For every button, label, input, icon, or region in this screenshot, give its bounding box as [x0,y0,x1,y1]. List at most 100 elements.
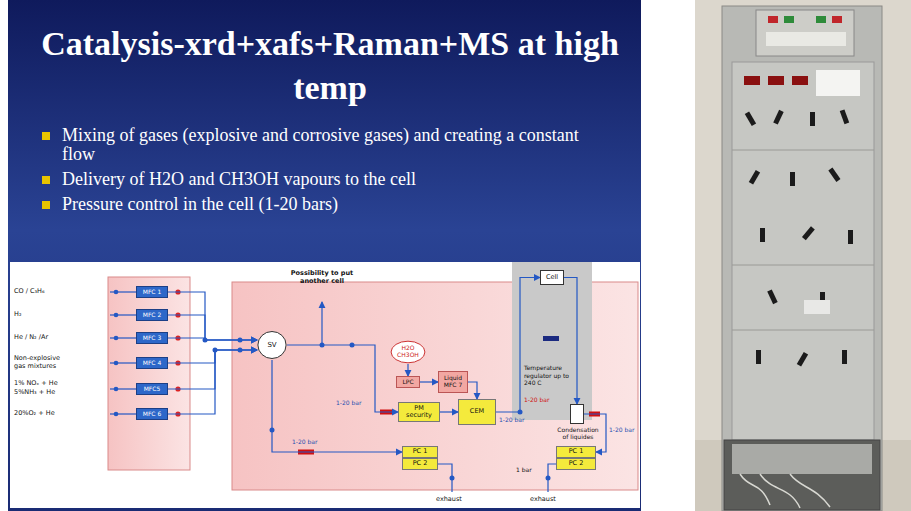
rack-base [724,440,880,510]
gas-line [168,350,257,414]
pressure-label: 1 bar [516,466,542,474]
pressure-controller: PC 2 [556,458,596,470]
exhaust-label: exhaust [436,496,472,504]
evaporator-box: CEM [458,399,496,425]
pressure-label: 1-20 bar [292,438,326,446]
panel-divider [732,330,874,331]
node-label: MFC 4 [143,360,162,367]
valve-knob [828,168,840,182]
node-label: Cell [546,274,558,281]
bullet-text: Mixing of gases (explosive and corrosive… [62,126,598,164]
node-label: CEM [470,408,484,415]
pressure-controller: PC 1 [556,446,596,458]
gas-inlet-lines [110,292,136,414]
exhaust-line [438,464,452,492]
control-button [832,16,842,23]
switching-valve: SV [257,330,287,360]
base-panel [732,444,872,474]
gas-line [168,350,257,389]
gas-label: He / N₂ /Ar [14,334,76,342]
bullet-square [42,176,50,184]
gas-label: 1% NOₓ + He [14,380,76,388]
junction-dot [114,361,119,366]
reaction-cell: Cell [540,270,564,285]
exhaust-line [548,464,556,492]
junction-dot [114,387,119,392]
mass-flow-controller: MFC 2 [136,309,168,321]
photo-floor [695,440,911,511]
node-label: MFC 2 [143,312,162,319]
photo-wall [695,0,911,511]
gas-line [287,345,398,412]
heated-region [512,262,592,420]
control-button [768,16,778,23]
note-label: Temperature regulator up to 240 C [524,364,574,387]
valve-knobs [745,109,853,366]
gas-line [440,411,458,412]
node-label: PC 2 [413,460,428,467]
rack-frame [722,6,882,511]
gas-line [168,292,257,340]
diagram-panel [10,262,640,508]
junction-dot [114,290,119,295]
node-label: SV [267,341,276,349]
gas-line [468,382,477,399]
valve-knob [842,350,847,364]
node-label: PM security [401,405,437,420]
mass-flow-controller: MFC5 [136,383,168,395]
mass-flow-controller: MFC 1 [136,286,168,298]
security-box: PM security [398,402,440,422]
bullet-item: Pressure control in the cell (1-20 bars) [38,195,598,214]
valve-knob [840,109,849,124]
extra-cell-line [321,302,322,345]
bullet-item: Mixing of gases (explosive and corrosive… [38,126,598,164]
bullet-list: Mixing of gases (explosive and corrosive… [38,126,598,220]
gas-label: H₂ [14,311,76,319]
display [768,76,784,85]
note-label: Possibility to put another cell [282,270,362,285]
valve-panel [732,62,874,440]
node-label: Condensation of liquides [555,427,601,441]
valve-knob [745,111,756,126]
node-label: PC 2 [569,460,584,467]
gas-line [420,381,438,382]
gas-line [168,315,257,340]
control-unit [756,10,854,56]
control-label [766,32,846,46]
gas-line [564,278,577,405]
gas-label: 20%O₂ + He [14,410,76,418]
valve-knob [802,226,815,240]
node-label: PC 1 [413,448,428,455]
valve-knob [760,228,765,242]
mass-flow-controller: MFC 3 [136,332,168,344]
valve-knob [756,350,761,364]
panel-tag [804,300,830,314]
bullet-text: Delivery of H2O and CH3OH vapours to the… [62,170,598,189]
heater-bar [543,336,559,341]
paper-note [816,70,860,96]
bullet-square [42,132,50,140]
gas-line [272,360,402,452]
inlet-dots [114,290,551,481]
mass-flow-controller: MFC 4 [136,357,168,369]
gas-line [407,364,408,376]
ellipse-outline [258,332,286,359]
valve-dots [175,289,180,416]
rack-wires [740,474,830,508]
pump-box: LPC [396,376,420,388]
valve-knob [810,112,815,126]
control-button [784,16,794,23]
gas-line [496,278,540,413]
rack-photo [695,0,911,511]
valve-knob [767,289,777,304]
pressure-label: 1-20 bar [499,416,529,424]
node-label: Liquid MFC 7 [441,375,465,389]
ellipse-outline [391,341,425,363]
condenser: Condensation of liquides [570,404,584,424]
bullet-text: Pressure control in the cell (1-20 bars) [62,195,598,214]
display [792,76,808,85]
junction-dot [114,336,119,341]
